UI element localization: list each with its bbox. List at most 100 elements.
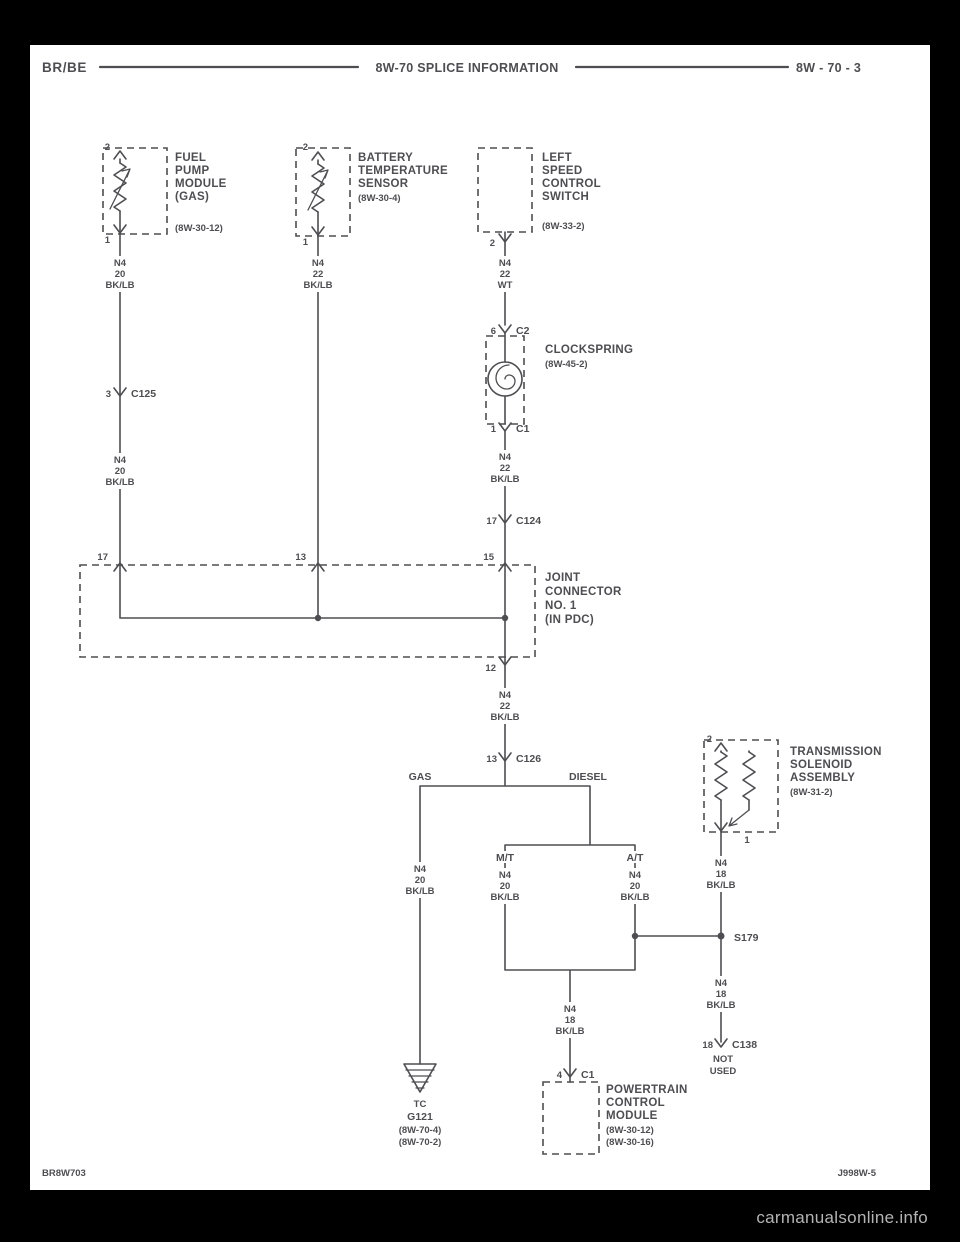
speed-switch-name-line: SPEED: [542, 165, 583, 177]
connector-chevron-icon: [113, 387, 127, 397]
header-section-label: BR/BE: [42, 60, 87, 75]
wire-label-mask: [103, 256, 137, 292]
c125-pin-label: 3: [106, 389, 111, 400]
wire-label-mask: [489, 868, 521, 904]
wire-label: BK/LB: [706, 880, 735, 891]
resistor-symbol: [113, 162, 127, 212]
c124-label: C124: [516, 515, 541, 527]
trans-name-line: TRANSMISSION: [790, 746, 882, 758]
connector-chevron-icon: [714, 1038, 728, 1048]
battery-temp-pin-top-label: 2: [303, 142, 308, 153]
battery-temp-name-line: BATTERY: [358, 152, 413, 164]
c138-label: C138: [732, 1039, 757, 1051]
variable-arrow-icon: [307, 169, 329, 211]
wire-label: BK/LB: [706, 1000, 735, 1011]
left-speed-control-switch: 2 LEFT SPEED CONTROL SWITCH (8W-33-2): [477, 147, 601, 249]
wire-label: 22: [313, 269, 324, 280]
branch-diesel-label: DIESEL: [569, 771, 608, 783]
jc-name-line: NO. 1: [545, 600, 577, 612]
clockspring-spiral-icon: [495, 364, 516, 390]
wire-label: N4: [499, 870, 512, 881]
fuel-pump-pin-top-label: 2: [105, 142, 110, 153]
resistor-symbol: [311, 163, 325, 213]
wire-label-mask: [620, 851, 650, 863]
battery-temperature-sensor: 2 1 BATTERY TEMPERATURE SENSOR (8W-30-4): [295, 142, 448, 248]
wire-label: BK/LB: [105, 280, 134, 291]
clockspring-pin-bottom-label: 1: [491, 424, 497, 435]
battery-temp-pin-bottom-label: 1: [303, 237, 309, 248]
c138-note-line: NOT: [713, 1054, 733, 1065]
transmission-solenoid-assembly: 2 1 TRANSMISSION SOLENOID ASSEMBLY (8W-3…: [703, 734, 882, 846]
pcm-name-line: POWERTRAIN: [606, 1084, 688, 1096]
fuel-pump-pin-bottom-label: 1: [105, 235, 111, 246]
wire-label-mask: [489, 688, 521, 724]
wire-label: N4: [564, 1004, 577, 1015]
wire-label-mask: [489, 450, 521, 486]
wire-label: BK/LB: [405, 886, 434, 897]
connector-chevron-icon: [498, 324, 512, 334]
ground-ref-label: (8W-70-4): [399, 1125, 442, 1136]
jc-pin-in-mid-label: 13: [295, 552, 306, 563]
fuel-pump-name-line: PUMP: [175, 165, 209, 177]
pcm-name-line: CONTROL: [606, 1097, 665, 1109]
junction-dot: [501, 614, 509, 622]
trans-name-line: ASSEMBLY: [790, 772, 855, 784]
wire-label: BK/LB: [303, 280, 332, 291]
pcm-ref-label: (8W-30-16): [606, 1137, 654, 1148]
header-page-number: 8W - 70 - 3: [796, 61, 861, 75]
wire-label: BK/LB: [490, 474, 519, 485]
connector-c124: 17 C124: [486, 514, 541, 527]
pin-chevron-icon: [714, 742, 728, 752]
wire-label-mask: [404, 862, 436, 898]
wire-speed-switch-run: N4 22 WT 6 C2 CLOCKSPRING (8W-45-2) 1 C1…: [485, 231, 633, 566]
pcm-ref-label: (8W-30-12): [606, 1125, 654, 1136]
ground-label-line: G121: [407, 1111, 433, 1123]
ground-label-line: TC: [414, 1099, 427, 1110]
pin-chevron-icon: [113, 562, 512, 572]
wire-label: N4: [629, 870, 642, 881]
fuel-pump-ref-label: (8W-30-12): [175, 223, 223, 234]
connector-c138: 18 C138: [702, 1038, 757, 1051]
connector-chevron-icon: [498, 422, 512, 432]
wire-label: BK/LB: [105, 477, 134, 488]
pcm-box: [542, 1081, 600, 1155]
wire-label: N4: [499, 258, 512, 269]
wire-label: 20: [115, 466, 126, 477]
junction-dot: [314, 614, 322, 622]
fuel-pump-box: [102, 147, 168, 235]
pcm-conn-label: C1: [581, 1069, 595, 1081]
wire-label: BK/LB: [490, 712, 519, 723]
pin-chevron-icon: [113, 150, 127, 160]
clockspring-name-label: CLOCKSPRING: [545, 344, 633, 356]
branch-gas-label: GAS: [409, 771, 432, 783]
ground-symbol: [403, 1063, 437, 1093]
clockspring-pin-top-label: 6: [491, 326, 496, 337]
variable-arrow-icon: [109, 168, 131, 210]
jc-pin-in-left-label: 17: [97, 552, 108, 563]
pin-chevron-icon: [311, 151, 325, 161]
branch-network: N4 22 BK/LB 13 C126 GAS DIESEL N4 20 BK/…: [404, 656, 722, 1083]
wire-label-mask: [490, 851, 520, 863]
clockspring-conn-bottom-label: C1: [516, 423, 530, 435]
fuel-pump-name-line: (GAS): [175, 191, 209, 203]
wire-label: 20: [415, 875, 426, 886]
connector-chevron-icon: [498, 514, 512, 524]
clockspring-box: [485, 335, 525, 425]
speed-switch-pin-label: 2: [490, 238, 495, 249]
wire-battery-temp-run: N4 22 BK/LB: [301, 235, 335, 566]
battery-temp-box: [295, 147, 351, 237]
battery-temp-ref-label: (8W-30-4): [358, 193, 401, 204]
wire-label: N4: [499, 452, 512, 463]
wire-label: 20: [630, 881, 641, 892]
resistor-symbol: [714, 751, 728, 801]
connector-c126: 13 C126: [486, 752, 541, 765]
wire-fuel-pump-run: N4 20 BK/LB 3 C125 N4 20 BK/LB: [103, 233, 156, 566]
fuel-pump-name-line: MODULE: [175, 178, 227, 190]
joint-connector-box: [79, 564, 536, 658]
ground-g121: TC G121 (8W-70-4) (8W-70-2): [399, 1063, 442, 1148]
wire-label: N4: [114, 258, 127, 269]
c138-pin-label: 18: [702, 1040, 713, 1051]
c126-label: C126: [516, 753, 541, 765]
wire-label: BK/LB: [555, 1026, 584, 1037]
